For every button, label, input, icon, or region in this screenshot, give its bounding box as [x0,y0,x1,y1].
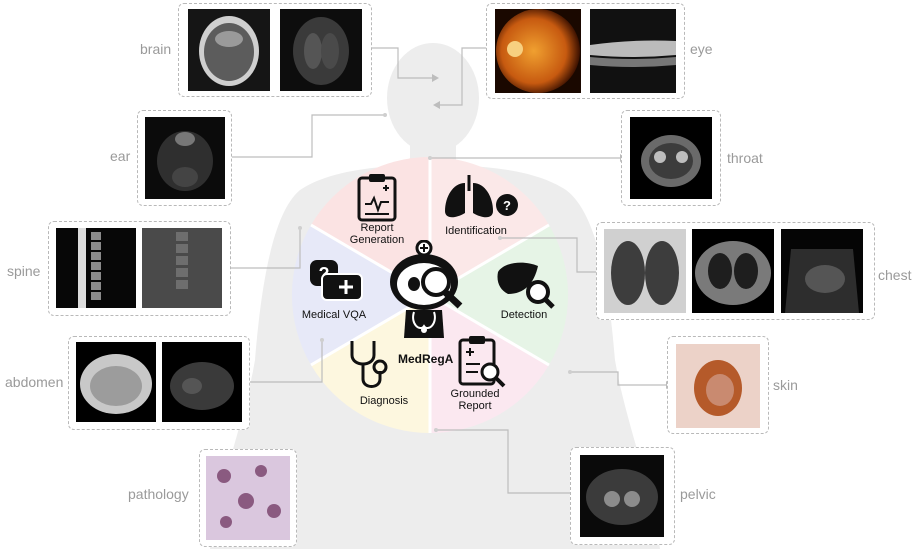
abdomen-image-group [68,336,250,430]
pathology-image-group [199,449,297,547]
label-chest: chest [878,267,912,283]
eye-image-group [486,3,685,99]
fundus-image [495,9,581,93]
svg-text:?: ? [503,198,511,213]
chest-ct-image [692,229,774,313]
oct-image [590,9,676,93]
abdomen-ct-dark-image [162,342,242,422]
skin-lesion-image [676,344,760,428]
label-ear: ear [110,148,131,164]
spine-xray-image [142,228,222,308]
task-detection: Detection [500,309,548,321]
spine-mri-image [56,228,136,308]
label-skin: skin [773,377,798,393]
task-medical-vqa: Medical VQA [301,309,367,321]
vqa-chat-icon: ? [310,260,363,301]
label-eye: eye [690,41,713,57]
task-grounded-report: Grounded Report [450,388,500,412]
pelvic-image-group [570,447,675,545]
pelvic-mri-image [580,455,664,537]
skin-image-group [667,336,769,434]
brain-mri-image [280,9,362,91]
ear-mri-image [145,117,225,199]
task-report-generation: Report Generation [349,222,405,246]
label-brain: brain [140,41,172,57]
label-throat: throat [727,150,763,166]
brain-image-group [178,3,372,97]
stethoscope-icon [350,341,388,388]
label-pathology: pathology [128,486,189,502]
chest-ultrasound-image [781,229,863,313]
chest-image-group [596,222,875,320]
abdomen-ct-bright-image [76,342,156,422]
label-spine: spine [7,263,41,279]
label-pelvic: pelvic [680,486,716,502]
label-abdomen: abdomen [5,374,64,390]
liver-magnifier-icon [497,262,555,309]
throat-ct-image [630,117,712,199]
chest-xray-image [604,229,686,313]
task-identification: Identification [445,225,507,237]
pathology-slide-image [206,456,290,540]
center-model-name: MedRegA [398,352,454,366]
ear-image-group [137,110,232,206]
medrega-robot-icon [390,240,463,338]
brain-ct-image [188,9,270,91]
lungs-question-icon: ? [445,175,518,218]
report-clipboard-icon [357,174,397,222]
grounded-report-clipboard-icon [458,336,506,388]
task-diagnosis: Diagnosis [359,395,409,407]
throat-image-group [621,110,721,206]
spine-image-group [48,221,231,316]
